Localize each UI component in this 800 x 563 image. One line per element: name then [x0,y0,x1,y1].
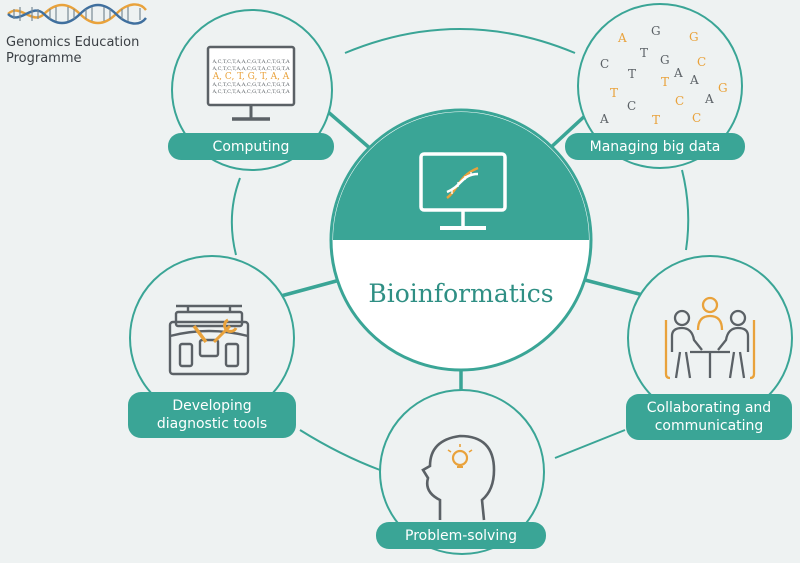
dna-monitor-icon [419,152,507,230]
head-lightbulb-icon [421,434,496,521]
diagnostic-label-line-1: Developing [172,398,252,414]
sequence-letter: A [599,112,609,126]
toolbox-icon [168,304,250,376]
sequence-letter: C [692,111,701,125]
sequence-letter: A [617,31,627,45]
problem-circle [379,389,545,555]
big-data-label: Managing big data [565,133,745,160]
sequence-letter: G [689,30,699,44]
sequence-letter: G [718,81,728,95]
big-data-circle [577,3,743,169]
problem-label: Problem-solving [376,522,546,549]
sequence-letter: C [697,55,706,69]
sequence-letter: T [640,46,648,60]
sequence-line: A,C,T,C,T,A,A,C,G,T,A,C,T,G,T,A [211,66,290,72]
screwdriver-icon [192,324,208,344]
sequence-letter: G [651,24,661,38]
sequence-letter: A [673,66,683,80]
problem-label-text: Problem-solving [405,527,517,544]
sequence-letter: C [627,99,636,113]
logo-line-2: Programme [6,51,82,66]
dna-logo-icon [7,3,147,25]
diagnostic-label-line-2: diagnostic tools [156,416,268,432]
wrench-icon [212,318,238,344]
diagnostic-label: Developing diagnostic tools [128,392,296,438]
big-data-label-text: Managing big data [589,138,721,155]
sequence-letter: T [628,67,636,81]
sequence-line-highlight: A, C, T, G, T, A, A [212,72,290,82]
computing-label-text: Computing [212,138,290,155]
logo-line-1: Genomics Education [6,35,140,50]
sequence-letter: C [600,57,609,71]
sequence-line: A,C,T,C,T,A,A,C,G,T,A,C,T,G,T,A [211,59,290,65]
outer-ring [230,28,690,471]
sequence-letter: C [675,94,684,108]
sequence-letter: A [704,92,714,106]
sequence-letter: T [610,86,618,100]
sequence-letter: A [689,73,699,87]
collaborating-label: Collaborating and communicating [626,394,792,440]
collaborating-label-line-2: communicating [654,418,764,434]
sequence-line: A,C,T,C,T,A,A,C,G,T,A,C,T,G,T,A [211,82,290,88]
center-top-half [333,112,589,240]
sequence-letter: T [652,113,660,127]
sequence-letter: T [661,75,669,89]
sequence-line: A,C,T,C,T,A,A,C,G,T,A,C,T,G,T,A [211,89,290,95]
collaborating-label-line-1: Collaborating and [646,400,772,416]
people-meeting-icon [664,296,756,380]
computing-label: Computing [168,133,334,160]
sequence-letter: G [660,53,670,67]
logo-text: Genomics Education Programme [6,35,139,67]
monitor-sequence-icon [206,45,296,121]
center-title: Bioinformatics [368,278,554,308]
